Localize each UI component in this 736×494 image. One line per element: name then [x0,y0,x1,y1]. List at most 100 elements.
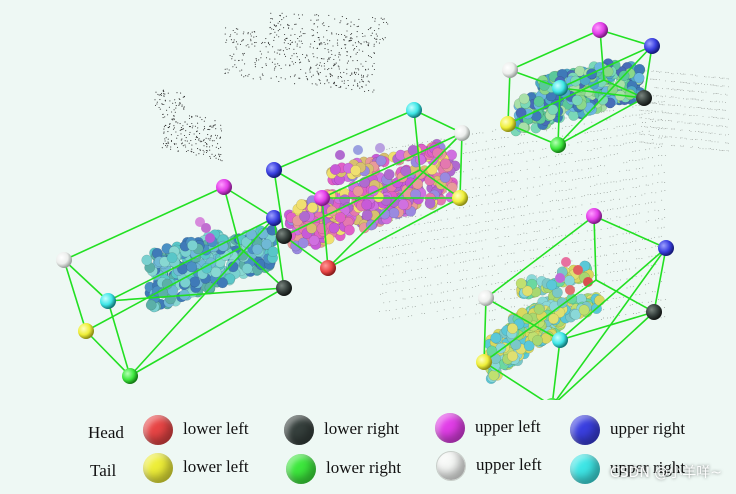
lidar-point [652,139,653,140]
lidar-point [695,99,696,100]
lidar-point [409,280,410,281]
lidar-point [162,114,163,115]
lidar-point [689,130,690,131]
lidar-point [603,291,604,292]
red-sphere-icon [143,415,173,445]
object-point [594,295,604,305]
object-point [296,199,306,209]
lidar-point [266,46,267,47]
lidar-point [447,237,448,238]
lidar-point [317,64,318,65]
lidar-point [466,279,467,280]
lidar-point [379,231,380,232]
lidar-point [162,104,163,105]
lidar-point [632,241,633,242]
lidar-point [575,161,576,162]
lidar-point [427,240,428,241]
lidar-point [613,110,614,111]
lidar-point [183,97,184,98]
lidar-point [575,206,576,207]
lidar-point [558,245,559,246]
lidar-point [552,173,553,174]
lidar-point [633,313,634,314]
lidar-point [498,202,499,203]
lidar-point [697,139,698,140]
lidar-point [421,313,422,314]
lidar-point [358,19,359,20]
lidar-point [719,125,720,126]
lidar-point [440,247,441,248]
lidar-point [208,138,209,139]
lidar-point [664,190,665,191]
lidar-point [310,68,311,69]
lidar-point [695,75,696,76]
lidar-point [290,76,291,77]
ur-head-corner-sphere [644,38,660,54]
lidar-point [563,208,564,209]
lidar-point [475,313,476,314]
lidar-point [713,93,714,94]
lidar-point [200,150,201,151]
lidar-point [629,116,630,117]
lidar-point [543,257,544,258]
lidar-point [505,236,506,237]
lidar-point [260,79,261,80]
object-point [534,304,544,314]
lidar-point [463,171,464,172]
lidar-point [318,73,319,74]
lidar-point [639,204,640,205]
lidar-point [155,105,156,106]
lidar-point [383,39,384,40]
lidar-point [658,137,659,138]
lidar-point [713,77,714,78]
lidar-point [472,215,473,216]
lidar-point [370,27,371,28]
lidar-point [550,201,551,202]
lidar-point [210,138,211,139]
lidar-point [482,230,483,231]
lidar-point [575,215,576,216]
lidar-point [716,149,717,150]
lidar-point [254,31,255,32]
lidar-point [524,305,525,306]
lidar-point [482,249,483,250]
lidar-point [644,126,645,127]
lidar-point [727,143,728,144]
lidar-point [654,165,655,166]
lidar-point [350,34,351,35]
lidar-point [721,150,722,151]
lidar-point [727,150,728,151]
lidar-point [171,111,172,112]
lidar-point [214,125,215,126]
lidar-point [317,48,318,49]
lidar-point [460,234,461,235]
lidar-point [706,132,707,133]
lidar-point [348,61,349,62]
lidar-point [652,102,653,103]
lidar-point [196,154,197,155]
lidar-point [501,291,502,292]
lidar-point [682,137,683,138]
lidar-point [692,91,693,92]
lidar-point [189,118,190,119]
lidar-point [411,297,412,298]
lidar-point [317,26,318,27]
lidar-point [658,299,659,300]
lidar-point [533,187,534,188]
lidar-point [338,66,339,67]
lidar-point [546,256,547,257]
lidar-point [241,70,242,71]
lidar-point [280,49,281,50]
lidar-point [706,140,707,141]
lidar-point [697,99,698,100]
lidar-point [603,309,604,310]
lidar-point [441,220,442,221]
lidar-point [210,126,211,127]
lidar-point [247,44,248,45]
lidar-point [237,29,238,30]
lidar-point [501,146,502,147]
lidar-point [626,206,627,207]
lidar-point [665,137,666,138]
lidar-point [398,245,399,246]
lidar-point [182,125,183,126]
